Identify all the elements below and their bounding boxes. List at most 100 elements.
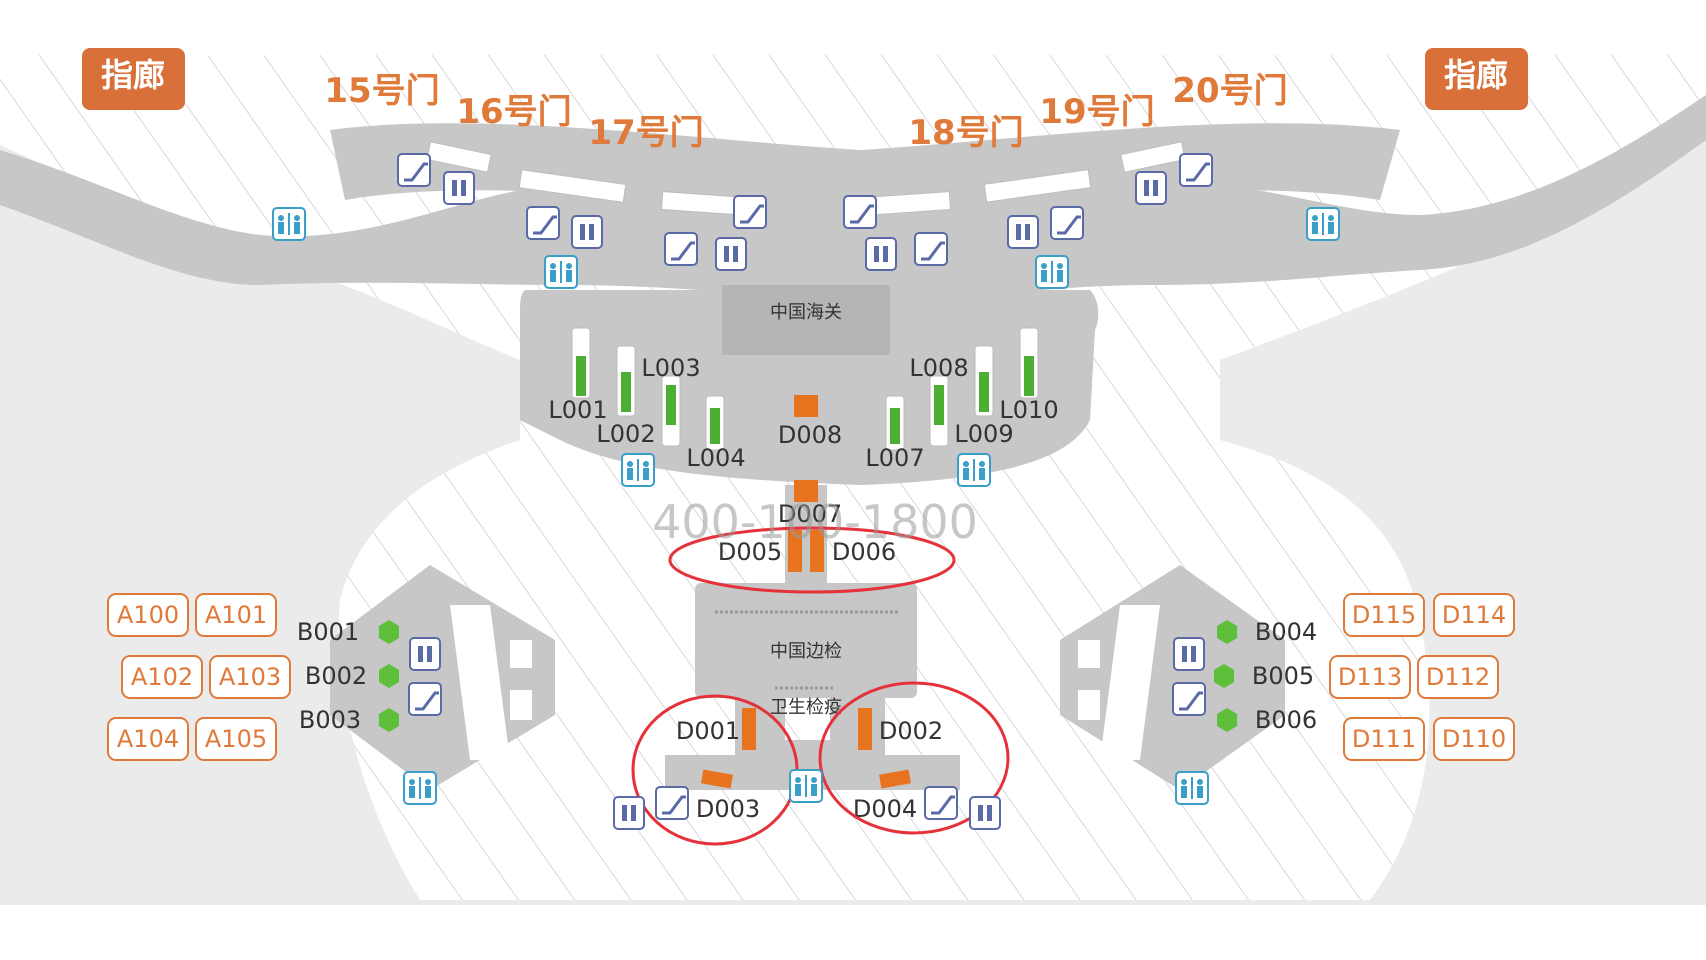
shop-label: D115 xyxy=(1352,601,1416,629)
belt-L002 xyxy=(616,345,636,417)
pier-tag-left: 指廊 xyxy=(82,48,185,110)
elevator-icon[interactable] xyxy=(1007,215,1039,249)
baggage-belt-markers xyxy=(571,327,1039,451)
elevator-icon[interactable] xyxy=(613,796,645,830)
left-satellite-void xyxy=(450,605,510,760)
elevator-icon[interactable] xyxy=(571,215,603,249)
belt-label: L002 xyxy=(596,420,655,448)
escalator-icon[interactable] xyxy=(664,232,698,266)
shop-label: D111 xyxy=(1352,725,1416,753)
counter-label: D003 xyxy=(696,795,760,823)
elevator-icon[interactable] xyxy=(969,796,1001,830)
arrival-floor xyxy=(0,100,1706,905)
restroom-icon[interactable] xyxy=(1175,771,1209,805)
shop-label: D110 xyxy=(1442,725,1506,753)
gate-label: 19号门 xyxy=(1039,92,1154,132)
escalator-icon[interactable] xyxy=(924,786,958,820)
belt-L010 xyxy=(1019,327,1039,399)
shop-label: A102 xyxy=(131,663,193,691)
gate-label: 15号门 xyxy=(324,71,439,111)
shop-label: A103 xyxy=(219,663,281,691)
border-control-label: 中国边检 xyxy=(770,641,842,662)
shop-boxes-right xyxy=(1329,593,1515,761)
shop-label: A104 xyxy=(117,725,179,753)
restroom-icon[interactable] xyxy=(1035,255,1069,289)
restroom-icon[interactable] xyxy=(544,255,578,289)
bridge-label: B006 xyxy=(1255,706,1317,734)
belt-L003 xyxy=(661,375,681,447)
gate-concourse xyxy=(0,95,1706,300)
counter-markers xyxy=(701,395,911,789)
elevator-icon[interactable] xyxy=(1135,171,1167,205)
counter-label: D002 xyxy=(879,717,943,745)
facility-icons xyxy=(272,153,1340,830)
belt-label: L009 xyxy=(954,420,1013,448)
gate-label: 18号门 xyxy=(908,113,1023,153)
shop-boxes-left xyxy=(107,593,291,761)
restroom-icon[interactable] xyxy=(621,453,655,487)
belt-L009 xyxy=(974,345,994,417)
counter-label: D001 xyxy=(676,717,740,745)
belt-L004 xyxy=(705,395,725,451)
escalator-icon[interactable] xyxy=(733,195,767,229)
escalator-icon[interactable] xyxy=(655,786,689,820)
escalator-icon[interactable] xyxy=(526,206,560,240)
counter-label: D008 xyxy=(778,421,842,449)
gate-label: 20号门 xyxy=(1172,71,1287,111)
counter-label: D007 xyxy=(778,500,842,528)
belt-L008 xyxy=(929,375,949,447)
escalator-icon[interactable] xyxy=(1179,153,1213,187)
counter-label: D006 xyxy=(832,538,896,566)
restroom-icon[interactable] xyxy=(272,207,306,241)
left-void-small-a xyxy=(510,640,532,668)
elevator-icon[interactable] xyxy=(409,637,441,671)
customs-zone xyxy=(722,285,890,355)
belt-label: L008 xyxy=(909,354,968,382)
restroom-icon[interactable] xyxy=(1306,207,1340,241)
customs-label: 中国海关 xyxy=(770,302,842,323)
escalator-icon[interactable] xyxy=(914,232,948,266)
gate-label: 16号门 xyxy=(456,92,571,132)
bridge-label: B005 xyxy=(1252,662,1314,690)
elevator-icon[interactable] xyxy=(865,237,897,271)
escalator-icon[interactable] xyxy=(397,153,431,187)
counter-label: D004 xyxy=(853,795,917,823)
shop-label: A101 xyxy=(205,601,267,629)
belt-L007 xyxy=(885,395,905,451)
bridge-label: B004 xyxy=(1255,618,1317,646)
restroom-icon[interactable] xyxy=(789,769,823,803)
bridge-label: B003 xyxy=(299,706,361,734)
escalator-icon[interactable] xyxy=(1050,206,1084,240)
shop-label: A100 xyxy=(117,601,179,629)
restroom-icon[interactable] xyxy=(403,771,437,805)
counter-label: D005 xyxy=(718,538,782,566)
elevator-icon[interactable] xyxy=(443,171,475,205)
right-void-small-b xyxy=(1078,690,1100,720)
quarantine-label: 卫生检疫 xyxy=(770,697,842,718)
belt-label: L003 xyxy=(641,354,700,382)
belt-label: L010 xyxy=(999,396,1058,424)
right-void-small-a xyxy=(1078,640,1100,668)
pier-label: 指廊 xyxy=(1444,56,1508,94)
shop-label: A105 xyxy=(205,725,267,753)
escalator-icon[interactable] xyxy=(1172,682,1206,716)
restroom-icon[interactable] xyxy=(957,453,991,487)
elevator-icon[interactable] xyxy=(1173,637,1205,671)
shop-label: D113 xyxy=(1338,663,1402,691)
shop-label: D112 xyxy=(1426,663,1490,691)
left-void-small-b xyxy=(510,690,532,720)
belt-label: L004 xyxy=(686,444,745,472)
pier-label: 指廊 xyxy=(101,56,165,94)
bridge-markers xyxy=(379,620,1237,732)
pier-tag-right: 指廊 xyxy=(1425,48,1528,110)
right-satellite-void xyxy=(1100,605,1160,760)
watermark-text: 400-100-1800 xyxy=(652,495,978,549)
escalator-icon[interactable] xyxy=(843,195,877,229)
escalator-icon[interactable] xyxy=(408,682,442,716)
belt-label: L007 xyxy=(865,444,924,472)
bridge-label: B002 xyxy=(305,662,367,690)
elevator-icon[interactable] xyxy=(715,237,747,271)
shop-label: D114 xyxy=(1442,601,1506,629)
bridge-label: B001 xyxy=(297,618,359,646)
